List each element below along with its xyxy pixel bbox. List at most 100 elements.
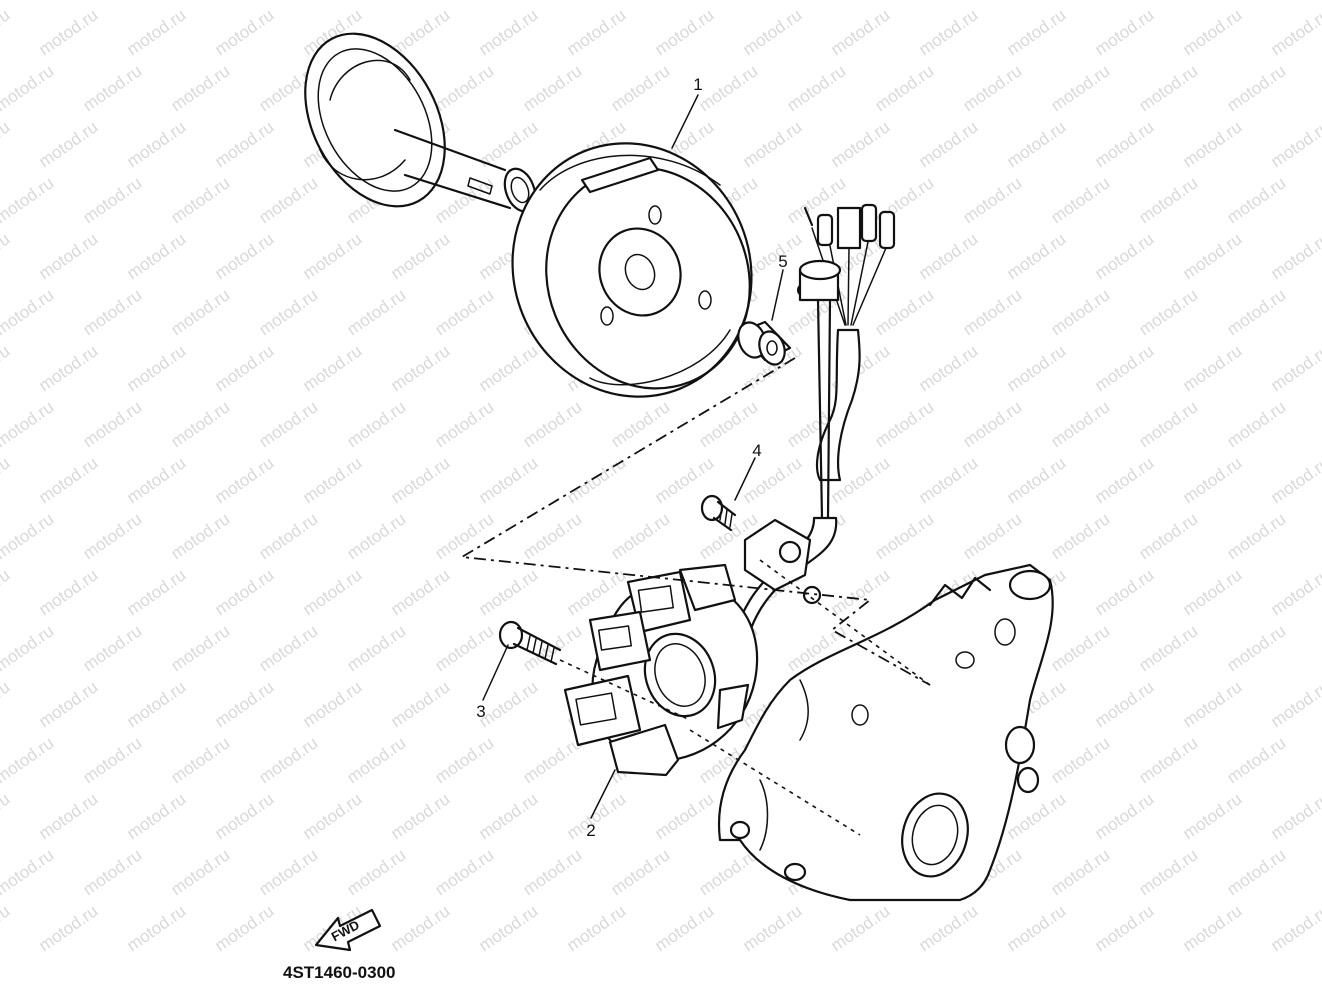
watermark-text: motod.ru (1091, 5, 1157, 59)
watermark-text: motod.ru (255, 285, 321, 339)
watermark-text: motod.ru (475, 789, 541, 843)
watermark-text: motod.ru (563, 789, 629, 843)
watermark-text: motod.ru (387, 229, 453, 283)
watermark-text: motod.ru (1267, 901, 1322, 955)
watermark-text: motod.ru (431, 621, 497, 675)
watermark-text: motod.ru (1135, 0, 1201, 3)
callout-3: 3 (476, 702, 485, 721)
watermark-text: motod.ru (827, 117, 893, 171)
watermark-text: motod.ru (1047, 285, 1113, 339)
watermark-text: motod.ru (167, 509, 233, 563)
watermark-text: motod.ru (35, 901, 101, 955)
watermark-text: motod.ru (827, 5, 893, 59)
watermark-text: motod.ru (563, 5, 629, 59)
watermark-text: motod.ru (0, 677, 13, 731)
watermark-text: motod.ru (783, 61, 849, 115)
watermark-text: motod.ru (431, 285, 497, 339)
watermark-text: motod.ru (431, 0, 497, 3)
watermark-text: motod.ru (299, 789, 365, 843)
watermark-text: motod.ru (1091, 565, 1157, 619)
watermark-text: motod.ru (1267, 5, 1322, 59)
watermark-text: motod.ru (739, 117, 805, 171)
watermark-text: motod.ru (79, 285, 145, 339)
watermark-text: motod.ru (1135, 733, 1201, 787)
watermark-text: motod.ru (79, 733, 145, 787)
watermark-text: motod.ru (1223, 285, 1289, 339)
clamp (743, 518, 822, 605)
watermark-text: motod.ru (1179, 901, 1245, 955)
watermark-text: motod.ru (651, 901, 717, 955)
watermark-text: motod.ru (607, 0, 673, 3)
watermark-text: motod.ru (343, 285, 409, 339)
watermark-text: motod.ru (695, 61, 761, 115)
watermark-text: motod.ru (299, 565, 365, 619)
crankcase-cover (717, 563, 1054, 902)
watermark-text: motod.ru (79, 509, 145, 563)
watermark-text: motod.ru (915, 229, 981, 283)
watermark-text: motod.ru (519, 0, 585, 3)
callout-leaders (482, 94, 784, 819)
watermark-text: motod.ru (1267, 453, 1322, 507)
watermark-text: motod.ru (167, 61, 233, 115)
callout-1: 1 (693, 75, 702, 94)
watermark-text: motod.ru (343, 509, 409, 563)
watermark-text: motod.ru (211, 341, 277, 395)
watermark-text: motod.ru (211, 5, 277, 59)
bolt-3 (498, 620, 562, 666)
watermark-text: motod.ru (1003, 789, 1069, 843)
watermark-text: motod.ru (167, 0, 233, 3)
watermark-text: motod.ru (167, 621, 233, 675)
watermark-text: motod.ru (123, 789, 189, 843)
watermark-text: motod.ru (915, 341, 981, 395)
watermark-text: motod.ru (1003, 117, 1069, 171)
watermark-text: motod.ru (959, 173, 1025, 227)
watermark-text: motod.ru (211, 677, 277, 731)
watermark-text: motod.ru (695, 0, 761, 3)
watermark-text: motod.ru (35, 453, 101, 507)
watermark-text: motod.ru (1047, 621, 1113, 675)
watermark-text: motod.ru (1047, 173, 1113, 227)
crankshaft-flange (304, 32, 537, 213)
watermark-text: motod.ru (0, 0, 57, 3)
watermark-text: motod.ru (871, 397, 937, 451)
watermark-text: motod.ru (915, 453, 981, 507)
watermark-text: motod.ru (1267, 677, 1322, 731)
watermark-text: motod.ru (0, 397, 57, 451)
watermark-text: motod.ru (1179, 229, 1245, 283)
watermark-text: motod.ru (35, 677, 101, 731)
watermark-text: motod.ru (1047, 0, 1113, 3)
watermark-text: motod.ru (1179, 117, 1245, 171)
watermark-text: motod.ru (0, 565, 13, 619)
watermark-text: motod.ru (1135, 845, 1201, 899)
watermark-text: motod.ru (519, 61, 585, 115)
callout-4: 4 (752, 441, 761, 460)
watermark-text: motod.ru (211, 901, 277, 955)
watermark-text: motod.ru (871, 61, 937, 115)
watermark-text: motod.ru (827, 565, 893, 619)
diagram-code: 4ST1460-0300 (283, 963, 395, 982)
watermark-text: motod.ru (0, 229, 13, 283)
watermark-text: motod.ru (255, 509, 321, 563)
watermark-text: motod.ru (299, 341, 365, 395)
watermark-text: motod.ru (959, 285, 1025, 339)
watermark-text: motod.ru (1223, 0, 1289, 3)
watermark-text: motod.ru (35, 789, 101, 843)
watermark-text: motod.ru (387, 677, 453, 731)
watermark-text: motod.ru (607, 397, 673, 451)
watermark-text: motod.ru (1047, 397, 1113, 451)
watermark-text: motod.ru (299, 677, 365, 731)
watermark-text: motod.ru (79, 621, 145, 675)
watermark-text: motod.ru (123, 901, 189, 955)
watermark-text: motod.ru (563, 901, 629, 955)
watermark-text: motod.ru (0, 61, 57, 115)
watermark-text: motod.ru (1003, 453, 1069, 507)
watermark-text: motod.ru (1047, 845, 1113, 899)
watermark-text: motod.ru (1267, 341, 1322, 395)
watermark-text: motod.ru (0, 789, 13, 843)
watermark-text: motod.ru (343, 733, 409, 787)
watermark-text: motod.ru (255, 397, 321, 451)
watermark-text: motod.ru (1135, 397, 1201, 451)
watermark-text: motod.ru (123, 229, 189, 283)
watermark-text: motod.ru (959, 397, 1025, 451)
